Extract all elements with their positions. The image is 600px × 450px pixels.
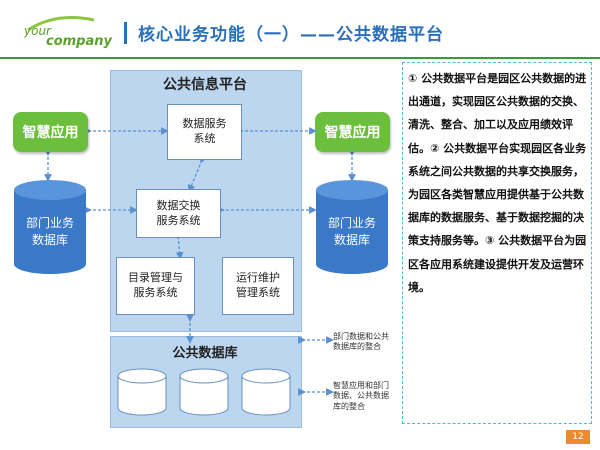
header-divider bbox=[0, 57, 600, 59]
public-db-cylinders-icon bbox=[117, 368, 291, 416]
smart-app-left: 智慧应用 bbox=[13, 112, 88, 152]
public-db-title: 公共数据库 bbox=[172, 346, 238, 361]
dept-db-left-cylinder-icon bbox=[14, 180, 86, 274]
page-number: 12 bbox=[566, 430, 590, 444]
catalog-management-system: 目录管理与 服务系统 bbox=[116, 257, 195, 315]
logo-your: your bbox=[24, 24, 51, 38]
smart-app-right: 智慧应用 bbox=[315, 112, 390, 152]
legend-dept-public-integration: 部门数据和公共 数据库的整合 bbox=[333, 332, 389, 352]
description-text: ① 公共数据平台是园区公共数据的进出通道，实现园区公共数据的交换、清洗、整合、加… bbox=[408, 72, 587, 294]
description-panel bbox=[402, 62, 592, 424]
platform-title: 公共信息平台 bbox=[163, 77, 247, 93]
data-service-system: 数据服务 系统 bbox=[167, 104, 242, 160]
legend-app-dept-public-integration: 智慧应用和部门 数据、公共数据 库的整合 bbox=[333, 381, 389, 411]
dept-db-left-label: 部门业务 数据库 bbox=[25, 216, 74, 247]
logo-swoosh-icon bbox=[27, 16, 95, 32]
ops-management-system: 运行维护 管理系统 bbox=[222, 257, 294, 315]
dept-db-right-cylinder-icon bbox=[316, 180, 388, 274]
data-exchange-system: 数据交换 服务系统 bbox=[136, 189, 221, 238]
page-title: 核心业务功能（一）——公共数据平台 bbox=[138, 25, 444, 45]
logo-company: company bbox=[46, 34, 112, 49]
dept-db-right-label: 部门业务 数据库 bbox=[327, 216, 376, 247]
title-accent-bar bbox=[124, 22, 127, 44]
